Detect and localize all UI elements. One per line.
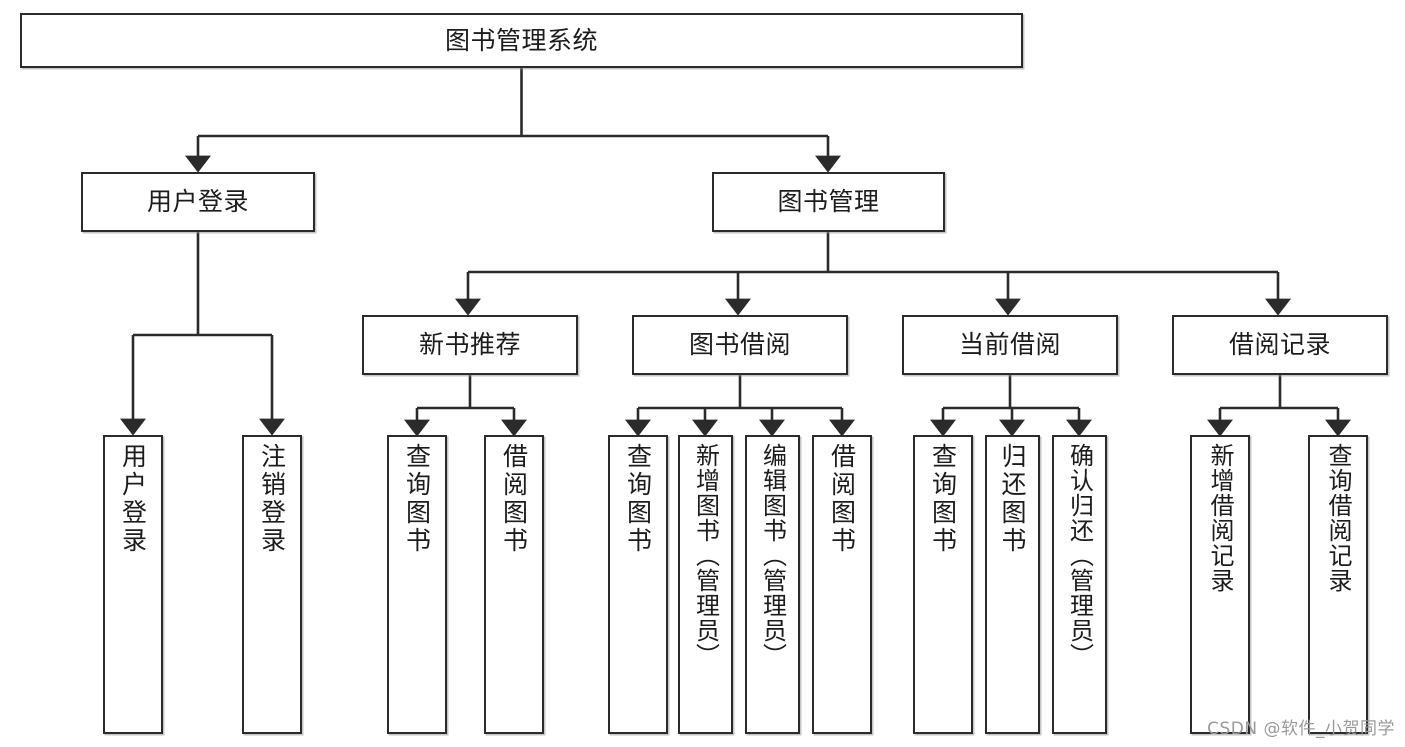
- node-borrow-record-label: 借阅记录: [1228, 330, 1331, 360]
- leaf-logout-label: 注销登录: [257, 443, 287, 555]
- leaf-borrow-add-book-label: 新增图书（管理员）: [691, 443, 720, 668]
- leaf-recommend-query-book-label: 查询图书: [402, 443, 432, 555]
- leaf-borrow-query-book[interactable]: 查询图书: [608, 435, 668, 734]
- node-current-borrow[interactable]: 当前借阅: [902, 315, 1118, 375]
- leaf-borrow-edit-book[interactable]: 编辑图书（管理员）: [745, 435, 800, 734]
- leaf-current-return-book-label: 归还图书: [998, 443, 1027, 555]
- leaf-borrow-borrow-book[interactable]: 借阅图书: [812, 435, 872, 734]
- watermark-text: CSDN @软件_小贺同学: [1207, 719, 1395, 739]
- leaf-recommend-borrow-book-label: 借阅图书: [499, 443, 529, 555]
- node-root-label: 图书管理系统: [444, 25, 598, 55]
- leaf-logout[interactable]: 注销登录: [242, 435, 302, 734]
- leaf-user-login-label: 用户登录: [118, 443, 148, 555]
- leaf-record-add-record[interactable]: 新增借阅记录: [1190, 435, 1250, 734]
- leaf-current-confirm-return-label: 确认归还（管理员）: [1065, 443, 1094, 668]
- leaf-current-query-book-label: 查询图书: [928, 443, 958, 555]
- node-current-borrow-label: 当前借阅: [958, 330, 1061, 360]
- node-book-management[interactable]: 图书管理: [712, 172, 945, 232]
- node-root[interactable]: 图书管理系统: [20, 13, 1023, 68]
- leaf-recommend-borrow-book[interactable]: 借阅图书: [484, 435, 544, 734]
- leaf-borrow-query-book-label: 查询图书: [623, 443, 653, 555]
- node-book-borrow[interactable]: 图书借阅: [632, 315, 848, 375]
- leaf-current-return-book[interactable]: 归还图书: [985, 435, 1040, 734]
- node-borrow-record[interactable]: 借阅记录: [1172, 315, 1388, 375]
- leaf-recommend-query-book[interactable]: 查询图书: [387, 435, 447, 734]
- leaf-borrow-add-book[interactable]: 新增图书（管理员）: [678, 435, 733, 734]
- leaf-current-confirm-return[interactable]: 确认归还（管理员）: [1052, 435, 1107, 734]
- leaf-record-query-record[interactable]: 查询借阅记录: [1308, 435, 1368, 734]
- leaf-borrow-edit-book-label: 编辑图书（管理员）: [758, 443, 787, 668]
- leaf-record-query-record-label: 查询借阅记录: [1324, 443, 1352, 593]
- node-book-borrow-label: 图书借阅: [688, 330, 791, 360]
- leaf-borrow-borrow-book-label: 借阅图书: [827, 443, 857, 555]
- node-user-login[interactable]: 用户登录: [81, 172, 315, 232]
- node-new-book-recommend-label: 新书推荐: [418, 330, 521, 360]
- node-book-management-label: 图书管理: [777, 187, 880, 217]
- leaf-current-query-book[interactable]: 查询图书: [913, 435, 973, 734]
- node-new-book-recommend[interactable]: 新书推荐: [362, 315, 578, 375]
- node-user-login-label: 用户登录: [146, 187, 249, 217]
- leaf-user-login[interactable]: 用户登录: [103, 435, 163, 734]
- leaf-record-add-record-label: 新增借阅记录: [1206, 443, 1234, 593]
